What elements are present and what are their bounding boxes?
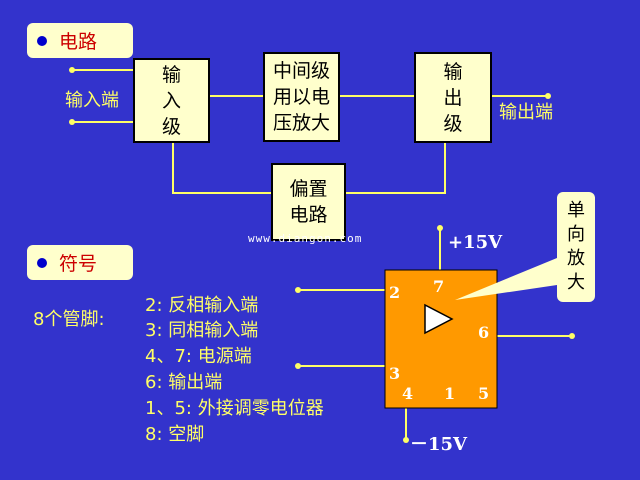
callout-char: 单 (567, 200, 585, 221)
watermark: www.diangon.com (248, 232, 363, 245)
pin-item: 2: 反相输入端 (145, 295, 259, 316)
bullet-icon (37, 35, 47, 46)
terminal-dot (295, 363, 301, 369)
input-terminal-label: 输入端 (65, 90, 119, 111)
opamp-triangle-icon (424, 303, 454, 335)
middle-stage-line: 中间级 (272, 60, 330, 82)
middle-stage-line: 压放大 (272, 112, 330, 134)
output-stage-char: 输 (443, 60, 463, 83)
unidirectional-amplify-callout: 单 向 放 大 (557, 192, 595, 302)
output-stage-char: 级 (443, 112, 463, 135)
output-stage-box: 输 出 级 (414, 52, 492, 143)
pin-7-label: 7 (433, 277, 445, 296)
wire-bias-right (346, 143, 446, 194)
pin-5-label: 5 (478, 384, 490, 403)
bullet-icon (37, 257, 47, 268)
bias-circuit-line: 偏置 (289, 178, 328, 200)
pin-item: 3: 同相输入端 (145, 320, 259, 341)
callout-char: 向 (567, 224, 585, 245)
output-terminal-label: 输出端 (499, 102, 553, 123)
pin-4-label: 4 (402, 384, 414, 403)
terminal-dot (437, 225, 443, 231)
section-circuit: 电路 (27, 23, 133, 58)
output-stage-char: 出 (443, 86, 463, 109)
middle-stage-box: 中间级 用以电 压放大 (263, 52, 340, 142)
middle-stage-line: 用以电 (272, 86, 330, 108)
input-stage-char: 级 (161, 115, 181, 138)
pin-item: 1、5: 外接调零电位器 (145, 398, 324, 419)
wire-bias-left (172, 143, 271, 194)
pin-2-label: 2 (389, 283, 401, 302)
pin-3-label: 3 (389, 364, 401, 383)
terminal-dot (295, 287, 301, 293)
terminal-dot (569, 333, 575, 339)
plus-supply-label: +15V (448, 232, 503, 253)
minus-supply-label: －15V (410, 434, 468, 455)
pin-1-label: 1 (444, 384, 456, 403)
input-stage-char: 输 (161, 63, 181, 86)
pin-item: 6: 输出端 (145, 372, 223, 393)
terminal-dot (69, 119, 75, 125)
input-stage-box: 输 入 级 (133, 58, 210, 143)
callout-char: 大 (567, 272, 585, 293)
pin-item: 8: 空脚 (145, 424, 205, 445)
bias-circuit-line: 电路 (289, 204, 328, 226)
callout-pointer (455, 258, 557, 300)
bias-circuit-box: 偏置 电路 (271, 163, 346, 241)
terminal-dot (403, 437, 409, 443)
input-stage-char: 入 (161, 89, 181, 112)
pins-heading: 8个管脚: (33, 309, 105, 330)
section-circuit-label: 电路 (59, 31, 98, 53)
pin-6-label: 6 (478, 323, 490, 342)
callout-char: 放 (567, 248, 585, 269)
pin-item: 4、7: 电源端 (145, 346, 252, 367)
section-symbol-label: 符号 (59, 253, 98, 275)
section-symbol: 符号 (27, 245, 133, 280)
terminal-dot (545, 93, 551, 99)
terminal-dot (69, 67, 75, 73)
